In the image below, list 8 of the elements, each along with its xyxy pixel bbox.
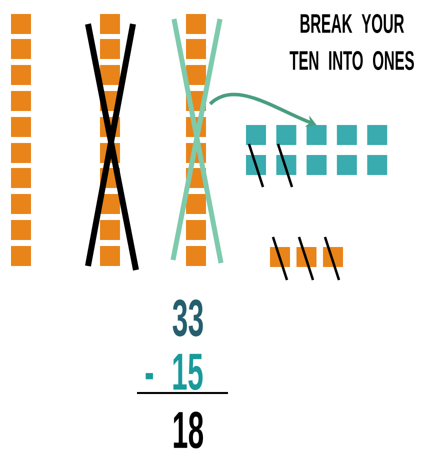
- ten-rod: [11, 14, 31, 266]
- ones-group: [246, 125, 388, 175]
- minuend: 33: [172, 300, 203, 336]
- subtrahend: - 15: [146, 354, 203, 390]
- ten-rod: [186, 14, 206, 266]
- difference: 18: [174, 412, 204, 448]
- ten-rod: [100, 14, 120, 266]
- instruction-text: BREAK YOUR TEN INTO ONES: [290, 14, 414, 70]
